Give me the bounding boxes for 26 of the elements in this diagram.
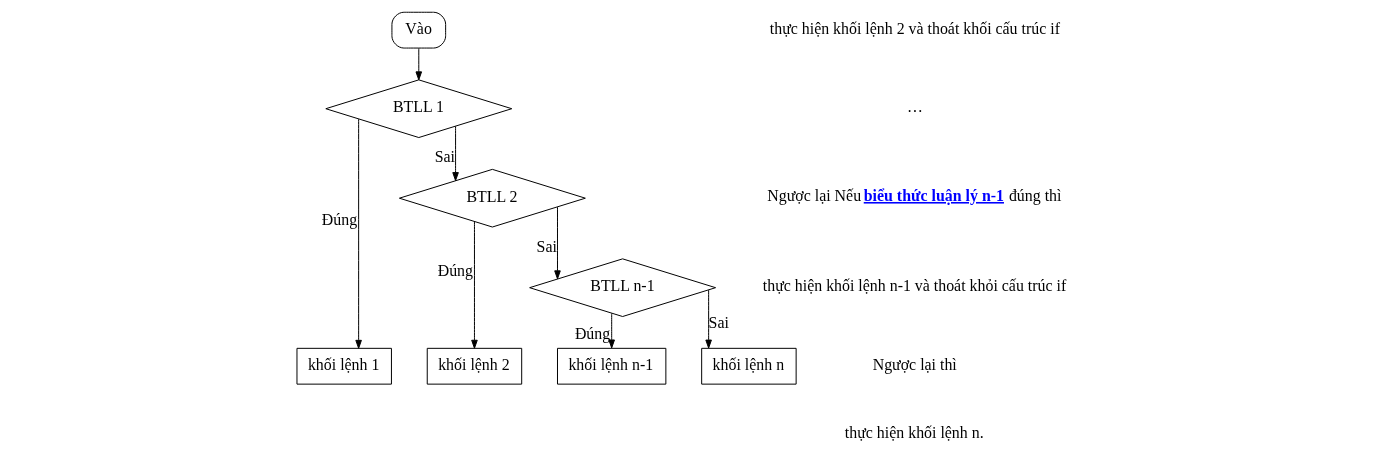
label: thực hiện khối lệnh 2 và thoát khối cấu trúc if [769,19,1060,37]
label: thực hiện khối lệnh n-1 và thoát khỏi cấu trúc if [762,277,1067,295]
label: Ngược lại Nếu biểu thức luận lý n-1 đúng thì [767,186,1062,204]
edge-label: Đúng [321,210,358,228]
node-box: khối lệnh n-1 [557,347,667,385]
arrow [705,289,712,349]
label: … [907,98,923,116]
node-box: khối lệnh 2 [426,347,523,385]
node-box: Vào [391,11,447,49]
arrow [608,312,615,349]
arrow [452,125,459,182]
label: Ngược lại thì [872,356,957,374]
node-box: khối lệnh 1 [296,347,392,385]
node-diamond: BTLL 2 [398,168,586,228]
arrow [355,118,362,349]
node-diamond: BTLL 1 [325,79,513,139]
edge-label: Đúng [437,261,473,279]
node-box: khối lệnh n [701,347,797,385]
arrow [471,221,478,349]
edge-label: Đúng [574,325,611,343]
arrow [554,206,561,280]
label: thực hiện khối lệnh n. [844,423,984,441]
node-diamond: BTLL n-1 [529,258,717,317]
arrow [415,47,423,81]
edge-label: Sai [434,148,455,166]
edge-label: Sai [536,237,557,255]
